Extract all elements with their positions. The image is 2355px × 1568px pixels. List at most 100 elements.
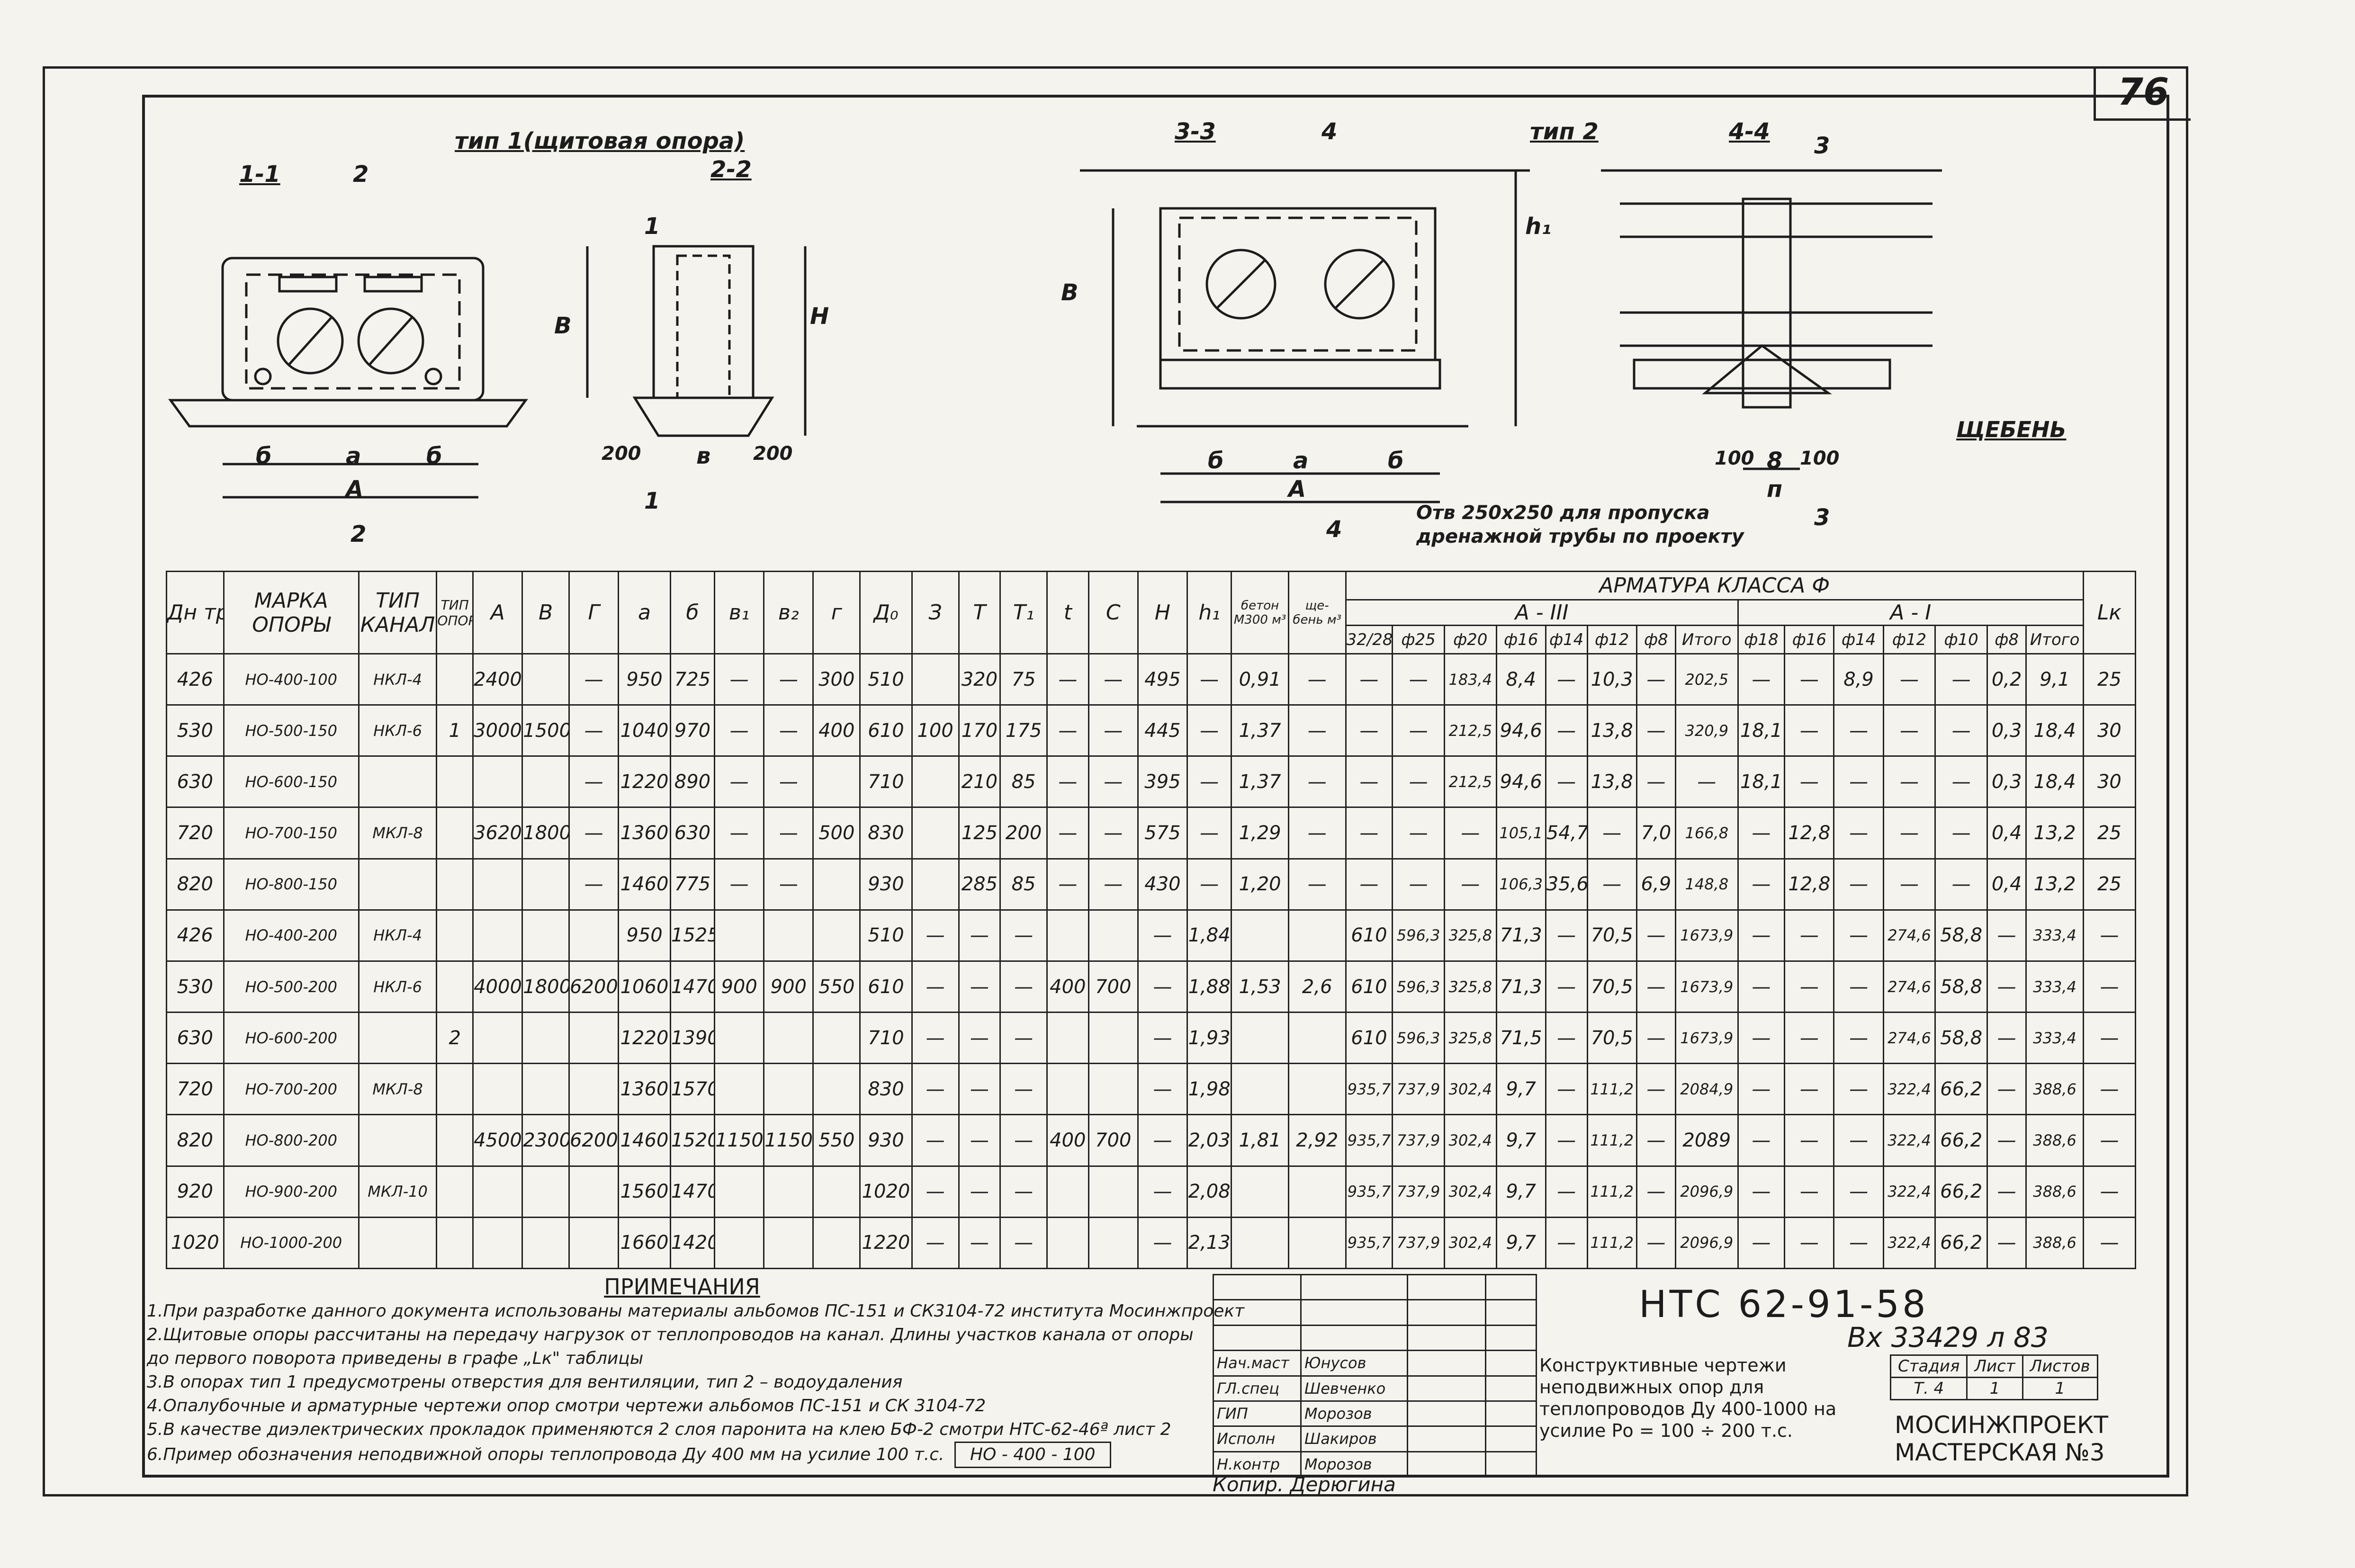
type2-section-4-4	[1601, 169, 1942, 470]
table-cell: 3620	[472, 806, 523, 860]
table-cell	[358, 1012, 438, 1065]
table-cell: —	[1088, 704, 1139, 757]
table-cell: 830	[859, 806, 913, 860]
col-T: Т	[958, 571, 1001, 654]
table-cell: МКЛ-10	[358, 1165, 438, 1218]
table-cell: 66,2	[1934, 1165, 1988, 1218]
table-cell: —	[1186, 653, 1232, 706]
table-cell: —	[958, 1012, 1001, 1065]
table-cell: 2,92	[1287, 1114, 1347, 1167]
table-cell: 0,3	[1986, 755, 2027, 808]
table-cell: —	[1345, 653, 1393, 706]
col-gravel: ще- бень м³	[1287, 571, 1347, 654]
sheet-value: 1	[1966, 1377, 2023, 1400]
table-cell: 596,3	[1392, 1012, 1445, 1065]
table-cell: 302,4	[1443, 1216, 1497, 1270]
table-cell: 9,7	[1495, 1063, 1546, 1116]
table-cell: 274,6	[1882, 960, 1936, 1013]
table-cell: —	[1545, 1012, 1588, 1065]
cut-mark-4-bottom: 4	[1326, 516, 1342, 543]
table-cell: 58,8	[1934, 960, 1988, 1013]
table-cell	[472, 909, 523, 962]
table-cell: —	[2082, 960, 2137, 1013]
table-cell: —	[1137, 1165, 1188, 1218]
table-cell: 2,13	[1186, 1216, 1232, 1270]
table-cell: —	[1137, 909, 1188, 962]
table-cell: 4500	[472, 1114, 523, 1167]
rebar-col-8: ф18	[1737, 625, 1786, 654]
table-cell: 71,3	[1495, 909, 1546, 962]
name-0: Юнусов	[1300, 1350, 1408, 1377]
table-cell: —	[911, 1012, 960, 1065]
table-cell	[812, 755, 861, 808]
table-cell: —	[1046, 858, 1089, 911]
table-cell: —	[958, 1216, 1001, 1270]
section-label-4-4: 4-4	[1729, 118, 1770, 145]
table-cell: —	[1833, 1012, 1884, 1065]
table-cell: 111,2	[1586, 1165, 1637, 1218]
table-cell: —	[1046, 704, 1089, 757]
table-cell: НО-1000-200	[223, 1216, 360, 1270]
table-cell: 1500	[521, 704, 570, 757]
col-g: г	[812, 571, 861, 654]
table-cell	[812, 1063, 861, 1116]
table-cell: 70,5	[1586, 1012, 1637, 1065]
table-cell: 1,98	[1186, 1063, 1232, 1116]
table-cell	[1088, 1165, 1139, 1218]
table-cell: —	[1345, 704, 1393, 757]
col-D0: Д₀	[859, 571, 913, 654]
table-cell: 1470	[669, 1165, 716, 1218]
table-cell: —	[1934, 755, 1988, 808]
table-cell: —	[1934, 704, 1988, 757]
table-cell: 333,4	[2025, 1012, 2084, 1065]
table-cell: —	[1545, 1063, 1588, 1116]
table-cell: 2,6	[1287, 960, 1347, 1013]
table-cell: 950	[618, 653, 671, 706]
table-cell: —	[1636, 653, 1676, 706]
col-v1: в₁	[714, 571, 765, 654]
table-cell: 302,4	[1443, 1114, 1497, 1167]
col-b: б	[669, 571, 716, 654]
dim-A-type2: А	[1288, 476, 1306, 502]
table-cell: —	[1737, 806, 1786, 860]
table-cell: 58,8	[1934, 1012, 1988, 1065]
table-cell: —	[1137, 1114, 1188, 1167]
table-cell	[358, 1216, 438, 1270]
table-cell: НКЛ-6	[358, 960, 438, 1013]
table-cell: 333,4	[2025, 909, 2084, 962]
table-cell: 322,4	[1882, 1165, 1936, 1218]
table-cell: —	[1882, 653, 1936, 706]
table-cell: 950	[618, 909, 671, 962]
table-cell: 737,9	[1392, 1114, 1445, 1167]
table-cell: —	[1545, 755, 1588, 808]
table-cell: 12,8	[1784, 806, 1835, 860]
table-cell	[911, 806, 960, 860]
table-cell: —	[1088, 653, 1139, 706]
table-cell: —	[1882, 858, 1936, 911]
table-cell: 2089	[1674, 1114, 1739, 1167]
table-cell	[1088, 1216, 1139, 1270]
table-cell: —	[1137, 960, 1188, 1013]
table-cell	[568, 1216, 620, 1270]
name-2: Морозов	[1300, 1400, 1408, 1427]
table-cell: —	[1287, 653, 1347, 706]
name-3: Шакиров	[1300, 1425, 1408, 1452]
table-cell: НО-600-200	[223, 1012, 360, 1065]
section-label-1-1: 1-1	[239, 161, 280, 188]
table-cell	[472, 1216, 523, 1270]
table-cell: —	[911, 1165, 960, 1218]
table-cell: —	[999, 909, 1048, 962]
inventory-number: Вх 33429 л 83	[1847, 1321, 2049, 1353]
dim-h1: h₁	[1525, 213, 1552, 240]
table-cell: 94,6	[1495, 704, 1546, 757]
table-cell: 1020	[166, 1216, 225, 1270]
table-cell: 935,7	[1345, 1063, 1393, 1116]
table-cell	[763, 1063, 814, 1116]
col-H: Н	[1137, 571, 1188, 654]
table-cell: —	[1046, 653, 1089, 706]
table-cell: 1360	[618, 806, 671, 860]
table-cell: —	[714, 704, 765, 757]
table-cell: 30	[2082, 704, 2137, 757]
cut-mark-4: 4	[1321, 118, 1338, 145]
